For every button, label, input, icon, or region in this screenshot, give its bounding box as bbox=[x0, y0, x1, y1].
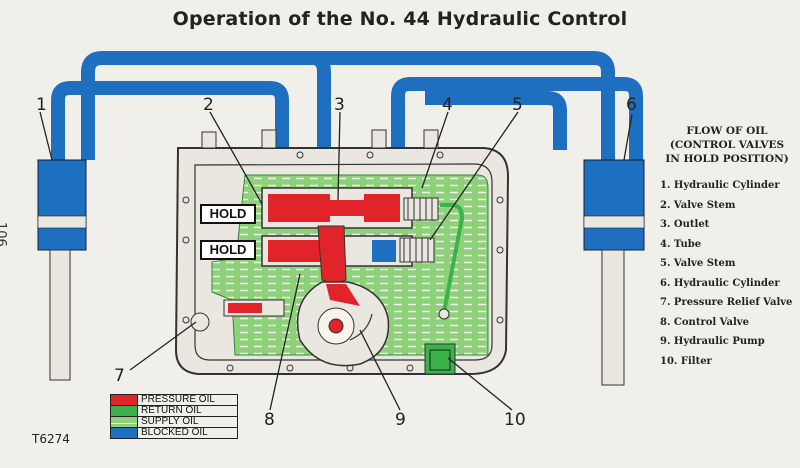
heading-line: (CONTROL VALVES bbox=[669, 139, 785, 151]
filter bbox=[424, 343, 456, 375]
callout-6: 6 bbox=[626, 95, 637, 115]
legend-swatch-blocked bbox=[110, 426, 138, 439]
hydraulic-pump bbox=[296, 281, 390, 367]
callout-3: 3 bbox=[334, 95, 345, 115]
callout-4: 4 bbox=[442, 95, 453, 115]
return-tube bbox=[440, 203, 465, 313]
hydraulic-cylinder-left bbox=[37, 159, 87, 381]
callout-2: 2 bbox=[203, 95, 214, 115]
callout-8: 8 bbox=[264, 410, 275, 430]
blocked-oil-pipes bbox=[51, 51, 643, 200]
legend-row-return: RETURN OIL bbox=[110, 404, 238, 417]
callout-7: 7 bbox=[114, 366, 125, 386]
control-valve-lower bbox=[261, 235, 435, 267]
diagram-title: Operation of the No. 44 Hydraulic Contro… bbox=[172, 8, 628, 30]
hold-label-lower: HOLD bbox=[200, 240, 256, 260]
figure-code: T6274 bbox=[32, 432, 70, 446]
page-number: 106 bbox=[0, 222, 8, 247]
parts-list: 1. Hydraulic Cylinder 2. Valve Stem 3. O… bbox=[660, 180, 800, 375]
list-item: 5. Valve Stem bbox=[660, 258, 736, 269]
list-item: 3. Outlet bbox=[660, 219, 710, 230]
heading-line: IN HOLD POSITION) bbox=[665, 153, 789, 165]
list-item: 7. Pressure Relief Valve bbox=[660, 297, 793, 308]
callout-10: 10 bbox=[504, 410, 526, 430]
pressure-passage bbox=[317, 225, 347, 285]
oil-legend: PRESSURE OIL RETURN OIL SUPPLY OIL BLOCK… bbox=[110, 393, 238, 439]
flow-of-oil-heading: FLOW OF OIL (CONTROL VALVES IN HOLD POSI… bbox=[660, 124, 794, 166]
list-item: 6. Hydraulic Cylinder bbox=[660, 277, 780, 289]
callout-9: 9 bbox=[395, 410, 406, 430]
legend-label: BLOCKED OIL bbox=[138, 426, 238, 439]
hold-label-upper: HOLD bbox=[200, 204, 256, 224]
list-item: 10. Filter bbox=[660, 355, 712, 367]
list-item: 9. Hydraulic Pump bbox=[660, 336, 765, 347]
legend-row-blocked: BLOCKED OIL bbox=[110, 426, 238, 439]
list-item: 4. Tube bbox=[660, 238, 702, 250]
heading-line: FLOW OF OIL bbox=[686, 125, 768, 137]
callout-5: 5 bbox=[512, 95, 523, 115]
legend-row-supply: SUPPLY OIL bbox=[110, 415, 238, 428]
hydraulic-cylinder-right bbox=[583, 159, 645, 386]
legend-row-pressure: PRESSURE OIL bbox=[110, 393, 238, 406]
callout-1: 1 bbox=[36, 95, 47, 115]
pressure-relief-valve bbox=[190, 299, 285, 332]
list-item: 8. Control Valve bbox=[660, 316, 749, 328]
list-item: 1. Hydraulic Cylinder bbox=[660, 180, 780, 191]
list-item: 2. Valve Stem bbox=[660, 199, 736, 211]
callout-leaders bbox=[39, 111, 633, 411]
control-valve-upper bbox=[261, 187, 439, 229]
